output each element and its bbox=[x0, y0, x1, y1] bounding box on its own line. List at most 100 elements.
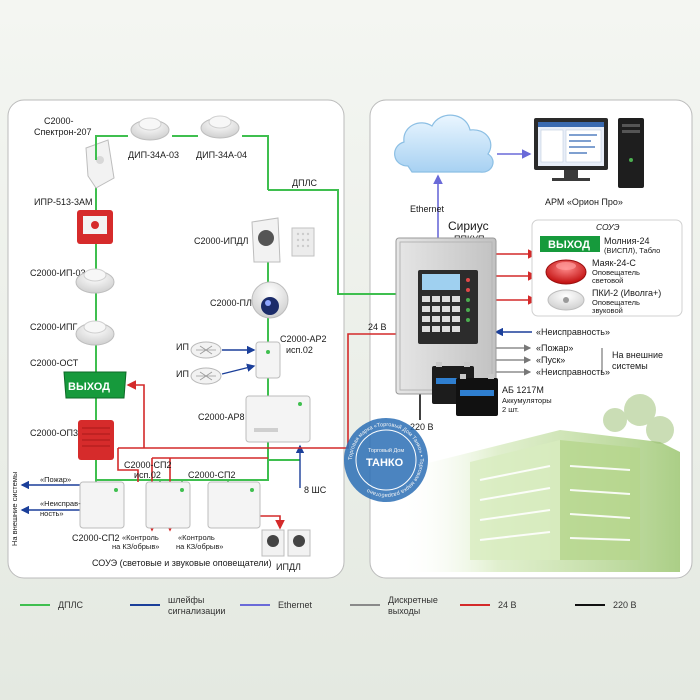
op3-label: С2000-ОП3 bbox=[30, 428, 78, 438]
ab-label: АБ 1217М bbox=[502, 385, 544, 395]
sp2-mid-label: С2000-СП2 bbox=[188, 470, 236, 480]
alarm-loop-wiring bbox=[20, 327, 532, 515]
pki-sub-line2: звуковой bbox=[592, 306, 623, 315]
start-output-label: «Пуск» bbox=[536, 355, 565, 365]
sp2-mid-module bbox=[207, 481, 261, 529]
dip-34a-04-detector bbox=[200, 115, 240, 139]
soue-caption: СОУЭ (световые и звуковые оповещатели) bbox=[92, 558, 272, 568]
building-background bbox=[400, 394, 680, 572]
ab-sub-line1: Аккумуляторы bbox=[502, 396, 552, 405]
shs-label: 8 ШС bbox=[304, 485, 327, 495]
battery-pair bbox=[432, 362, 498, 416]
external-systems-vertical-label: На внешние системы bbox=[10, 472, 19, 546]
legend-label-2-0: Ethernet bbox=[278, 600, 313, 610]
ab-sub-line2: 2 шт. bbox=[502, 405, 519, 414]
op3-siren bbox=[78, 420, 114, 460]
ethernet-label: Ethernet bbox=[410, 204, 445, 214]
pki-sub-line1: Оповещатель bbox=[592, 298, 640, 307]
sirius-label: Сириус bbox=[448, 219, 489, 233]
sp2-left-module bbox=[79, 481, 125, 529]
arm-label: АРМ «Орион Про» bbox=[545, 197, 623, 207]
fault-output-label-line1: «Неисправ- bbox=[40, 499, 81, 508]
ip-b-label: ИП bbox=[176, 369, 189, 379]
dip-34a-03-label: ДИП-34А-03 bbox=[128, 150, 179, 160]
ar8-label: С2000-АР8 bbox=[198, 412, 245, 422]
ip03-label: С2000-ИП-03 bbox=[30, 268, 85, 278]
v220-label: 220 В bbox=[410, 422, 434, 432]
ipr-manual-call-point bbox=[77, 210, 113, 244]
legend-label-3-1: выходы bbox=[388, 606, 420, 616]
mayak-sub-line1: Оповещатель bbox=[592, 268, 640, 277]
control2-label-line2: на КЗ/обрыв» bbox=[176, 542, 223, 551]
molnia-exit-text: ВЫХОД bbox=[548, 239, 590, 251]
ipdl-label: С2000-ИПДЛ bbox=[194, 236, 249, 246]
mayak-strobe bbox=[545, 259, 587, 285]
tanko-stamp-logo: Торговая марка «Торговый Дом Танко» • То… bbox=[344, 418, 428, 502]
molnia-label: Молния-24 bbox=[604, 236, 650, 246]
ost-label: С2000-ОСТ bbox=[30, 358, 79, 368]
stamp-small-text: Торговый Дом bbox=[368, 447, 404, 454]
ipdl-device bbox=[251, 217, 315, 263]
molnia-exit-sign: ВЫХОД bbox=[540, 236, 600, 252]
legend-label-1-1: сигнализации bbox=[168, 606, 225, 616]
ip03-detector bbox=[75, 268, 115, 294]
control1-label-line1: «Контроль bbox=[122, 533, 159, 542]
fire-output-label: «Пожар» bbox=[40, 475, 71, 484]
ar2-label-line1: С2000-АР2 bbox=[280, 334, 327, 344]
dip-34a-03-detector bbox=[130, 117, 170, 141]
pl-detector bbox=[251, 281, 289, 319]
external-systems-line2: системы bbox=[612, 361, 648, 371]
legend-label-1-0: шлейфы bbox=[168, 595, 204, 605]
fault-output-right-label: «Неисправность» bbox=[536, 367, 610, 377]
spektron-label-line1: С2000- bbox=[44, 116, 74, 126]
sirius-cabinet bbox=[395, 237, 497, 395]
dip-dpls-link bbox=[95, 135, 269, 190]
ost-exit-sign: ВЫХОД bbox=[63, 371, 127, 399]
ipdl-bottom-label: ИПДЛ bbox=[276, 562, 301, 572]
control2-label-line1: «Контроль bbox=[178, 533, 215, 542]
control1-label-line2: на КЗ/обрыв» bbox=[112, 542, 159, 551]
ip-a-sensor bbox=[190, 341, 222, 359]
legend-label-0-0: ДПЛС bbox=[58, 600, 83, 610]
ar8-module bbox=[245, 395, 311, 443]
external-systems-line1: На внешние bbox=[612, 350, 663, 360]
legend-label-5-0: 220 В bbox=[613, 600, 637, 610]
ipg-detector bbox=[75, 320, 115, 346]
ar2-module bbox=[255, 341, 281, 379]
pki-sounder bbox=[547, 289, 585, 311]
spektron-label-line2: Спектрон-207 bbox=[34, 127, 92, 137]
sp2-02-label-line2: исп.02 bbox=[134, 470, 161, 480]
dpls-line-label: ДПЛС bbox=[292, 178, 317, 188]
pl-label: С2000-ПЛ bbox=[210, 298, 252, 308]
ost-exit-text: ВЫХОД bbox=[68, 381, 110, 393]
ip-b-sensor bbox=[190, 367, 222, 385]
spektron-device bbox=[85, 139, 115, 189]
molnia-sub-label: (ВИСПЛ), Табло bbox=[604, 246, 660, 255]
legend-label-3-0: Дискретные bbox=[388, 595, 438, 605]
sp2-02-label-line1: С2000-СП2 bbox=[124, 460, 172, 470]
stamp-center-text: ТАНКО bbox=[366, 457, 404, 469]
soue-title: СОУЭ bbox=[596, 222, 620, 232]
fault-output-label-line2: ность» bbox=[40, 509, 64, 518]
ipdl-bottom-devices bbox=[261, 529, 311, 557]
ethernet-cloud-icon bbox=[394, 114, 494, 173]
legend-label-4-0: 24 В bbox=[498, 600, 517, 610]
fault-input-label: «Неисправность» bbox=[536, 327, 610, 337]
ar2-label-line2: исп.02 bbox=[286, 345, 313, 355]
mayak-sub-line2: световой bbox=[592, 276, 623, 285]
mayak-label: Маяк-24-С bbox=[592, 258, 636, 268]
v24-label: 24 В bbox=[368, 322, 387, 332]
arm-workstation-icon bbox=[534, 118, 644, 188]
discrete-output-wiring bbox=[496, 344, 603, 376]
dip-34a-04-label: ДИП-34А-04 bbox=[196, 150, 247, 160]
ipg-label: С2000-ИПГ bbox=[30, 322, 77, 332]
sp2-02-module bbox=[145, 481, 191, 529]
ethernet-wiring bbox=[433, 149, 532, 238]
ipr-label: ИПР-513-3АМ bbox=[34, 197, 92, 207]
pki-label: ПКИ-2 (Иволга+) bbox=[592, 288, 661, 298]
fire-output-right-label: «Пожар» bbox=[536, 343, 573, 353]
sp2-left-label: С2000-СП2 bbox=[72, 533, 120, 543]
